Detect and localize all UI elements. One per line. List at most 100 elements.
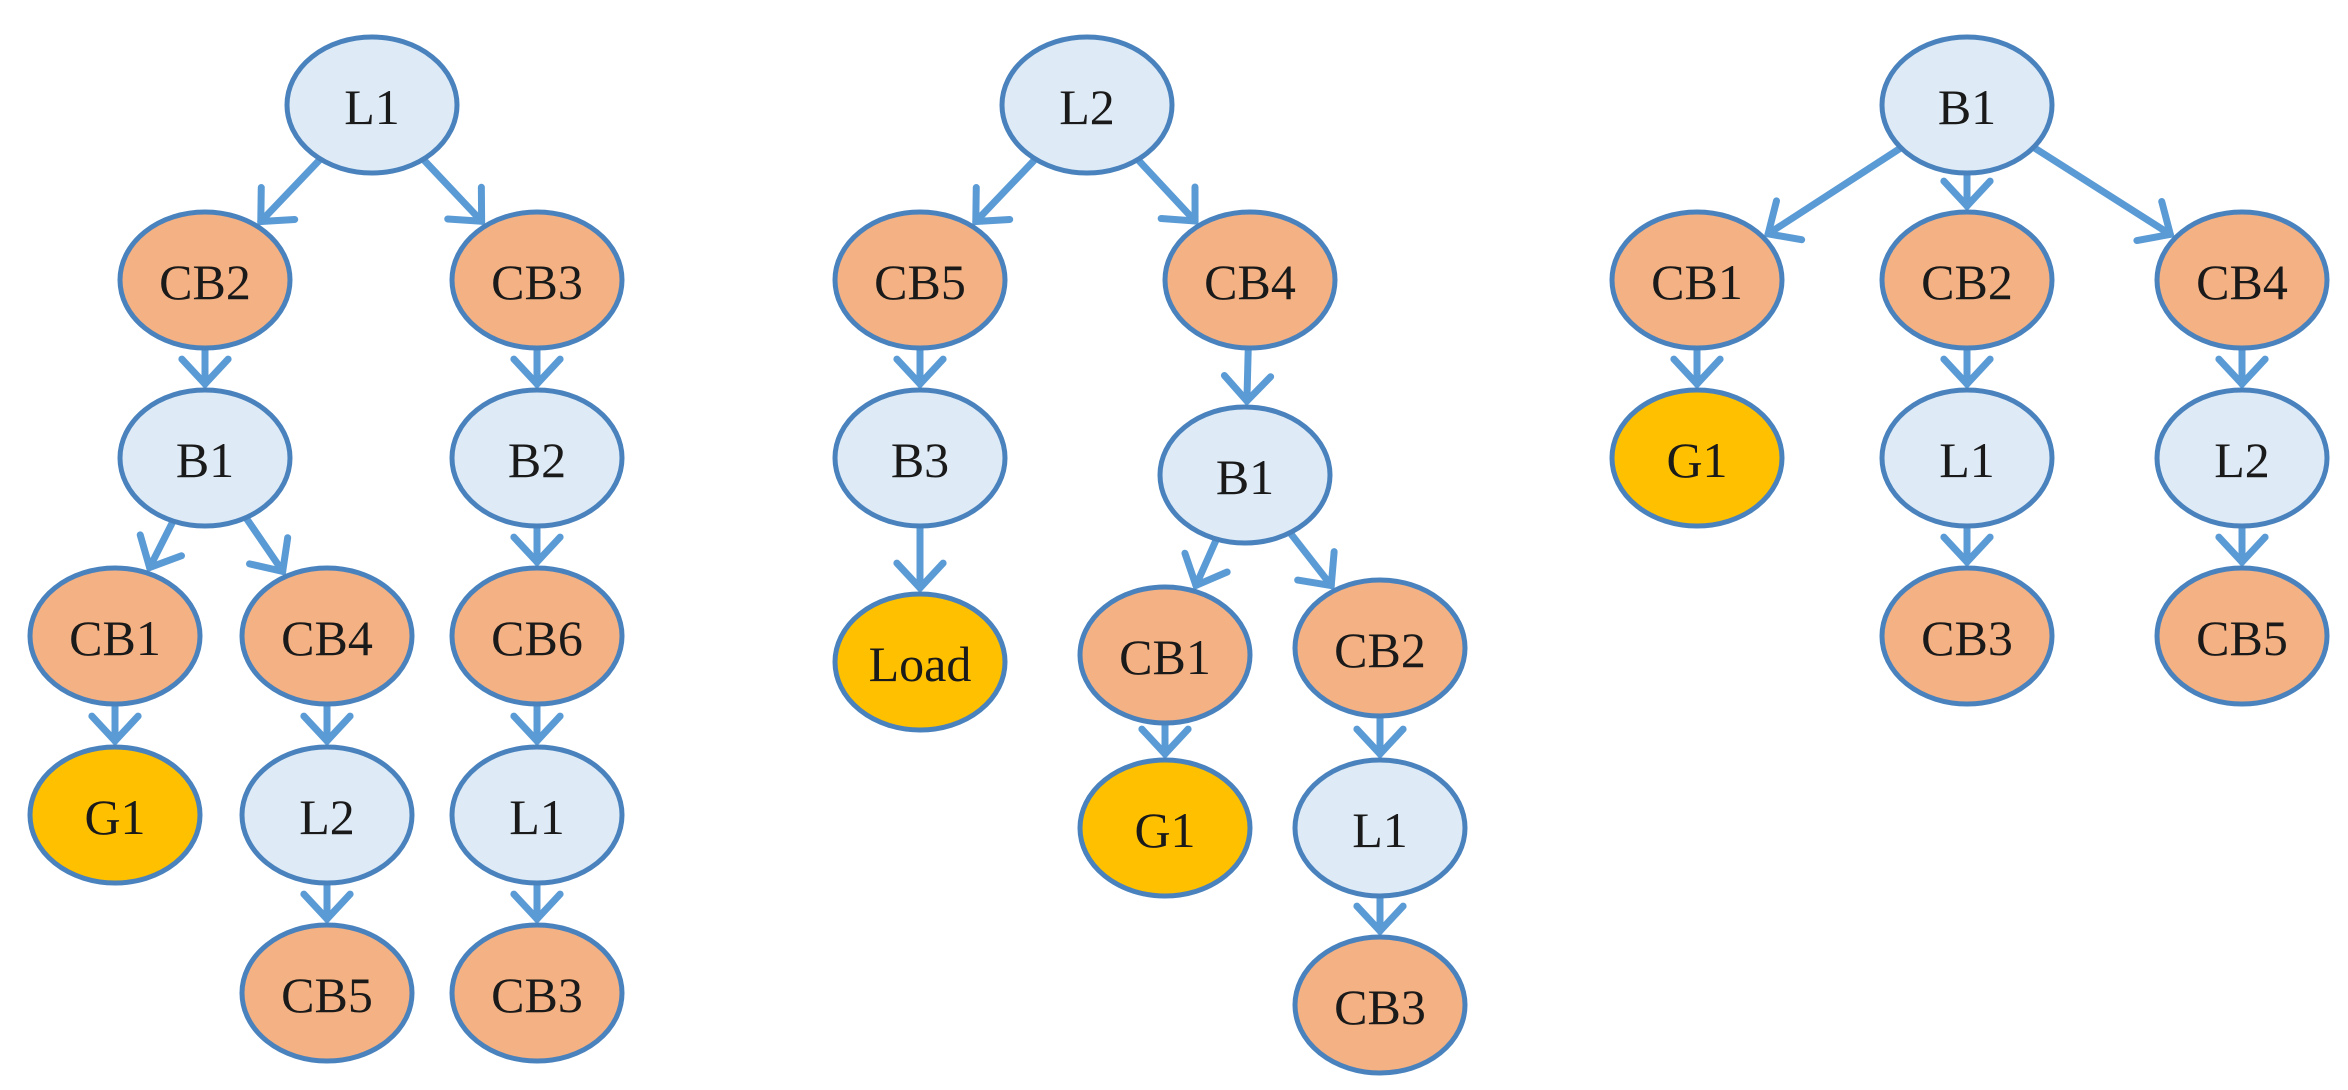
node-label: CB1 [1651,254,1743,310]
node-load: Load [832,591,1008,733]
node-cb3: CB3 [449,209,625,351]
node-label: L1 [509,789,565,845]
node-ellipse [2154,565,2330,707]
arrowhead-icon [257,184,299,226]
node-ellipse [1879,209,2055,351]
edge-t2-b3-to-t2-load [893,518,947,594]
edges-layer [88,141,2269,937]
node-ellipse [239,565,415,707]
node-label: CB5 [281,967,373,1023]
edge-t2-cb4-to-t2-b1 [1220,340,1275,407]
node-label: CB6 [491,610,583,666]
arrowhead-icon [510,533,564,568]
edge-line [257,152,327,226]
edge-t1-cb3-to-t1-b2 [510,340,564,390]
node-ellipse [1609,209,1785,351]
node-cb6: CB6 [449,565,625,707]
node-l2: L2 [2154,387,2330,529]
node-cb3: CB3 [449,922,625,1064]
edge-t2-b1-to-t2-cb2 [1284,525,1338,590]
node-b3: B3 [832,387,1008,529]
node-label: Load [869,636,972,692]
node-label: CB2 [1334,622,1426,678]
arrowhead-icon [1940,355,1994,390]
edge-line [146,513,179,572]
node-cb2: CB2 [1292,577,1468,719]
node-label: L2 [299,789,355,845]
node-ellipse [999,34,1175,176]
edge-t3-cb1-to-t3-g1 [1670,340,1724,390]
arrowhead-icon [1220,372,1275,407]
arrowhead-icon [893,559,947,594]
node-ellipse [1077,757,1253,899]
edge-t1-b2-to-t1-cb6 [510,518,564,568]
node-ellipse [117,387,293,529]
node-cb3: CB3 [1879,565,2055,707]
node-l1: L1 [449,744,625,886]
node-ellipse [117,209,293,351]
edge-line [2026,141,2174,238]
edge-line [1192,531,1222,589]
node-l1: L1 [1879,387,2055,529]
arrowhead-icon [1670,355,1724,390]
node-b1: B1 [117,387,293,529]
node-b1: B1 [1879,34,2055,176]
edge-line [1764,142,1908,238]
node-ellipse [239,922,415,1064]
node-l1: L1 [284,34,460,176]
node-label: L1 [344,79,400,135]
edge-t2-cb2-to-t2-l1 [1353,708,1407,760]
node-l2: L2 [239,744,415,886]
node-cb4: CB4 [2154,209,2330,351]
node-ellipse [449,565,625,707]
edge-t1-l2-to-t1-cb5 [300,875,354,925]
node-label: B1 [176,432,234,488]
node-ellipse [27,565,203,707]
node-b2: B2 [449,387,625,529]
edge-t2-l2-to-t2-cb4 [1131,153,1199,225]
node-label: CB5 [874,254,966,310]
node-label: L2 [1059,79,1115,135]
node-label: B1 [1938,79,1996,135]
node-label: CB3 [491,967,583,1023]
arrowhead-icon [88,712,142,747]
edge-t1-cb6-to-t1-l1b [510,696,564,747]
arrowhead-icon [510,712,564,747]
arrowhead-icon [2133,198,2175,245]
node-ellipse [27,744,203,886]
node-ellipse [2154,209,2330,351]
node-label: CB4 [2196,254,2288,310]
arrowhead-icon [1940,533,1994,568]
node-ellipse [1879,565,2055,707]
node-ellipse [449,209,625,351]
arrowhead-icon [136,531,185,573]
edge-t2-b1-to-t2-cb1 [1181,531,1231,591]
node-ellipse [832,209,1008,351]
node-label: G1 [1134,802,1195,858]
edge-t1-b1-to-t1-cb4 [240,510,292,576]
node-label: B3 [891,432,949,488]
arrowhead-icon [300,890,354,925]
node-cb5: CB5 [239,922,415,1064]
node-ellipse [1162,209,1338,351]
edge-t2-cb5-to-t2-b3 [893,340,947,390]
node-cb5: CB5 [832,209,1008,351]
arrowhead-icon [444,183,486,226]
arrowhead-icon [1763,197,1806,244]
node-label: L1 [1939,432,1995,488]
node-cb4: CB4 [239,565,415,707]
node-label: CB3 [1334,979,1426,1035]
edge-t1-cb2-to-t1-b1 [178,340,232,390]
node-label: L2 [2214,432,2270,488]
arrowhead-icon [1181,549,1231,591]
node-cb3: CB3 [1292,934,1468,1076]
edge-t3-b1-to-t3-cb4 [2026,141,2175,245]
arrowhead-icon [2215,533,2269,568]
node-label: G1 [84,789,145,845]
node-label: CB1 [1119,629,1211,685]
node-label: L1 [1352,802,1408,858]
node-label: G1 [1666,432,1727,488]
edge-t1-b1-to-t1-cb1 [136,513,185,573]
edge-t1-l1b-to-t1-cb3b [510,875,564,925]
